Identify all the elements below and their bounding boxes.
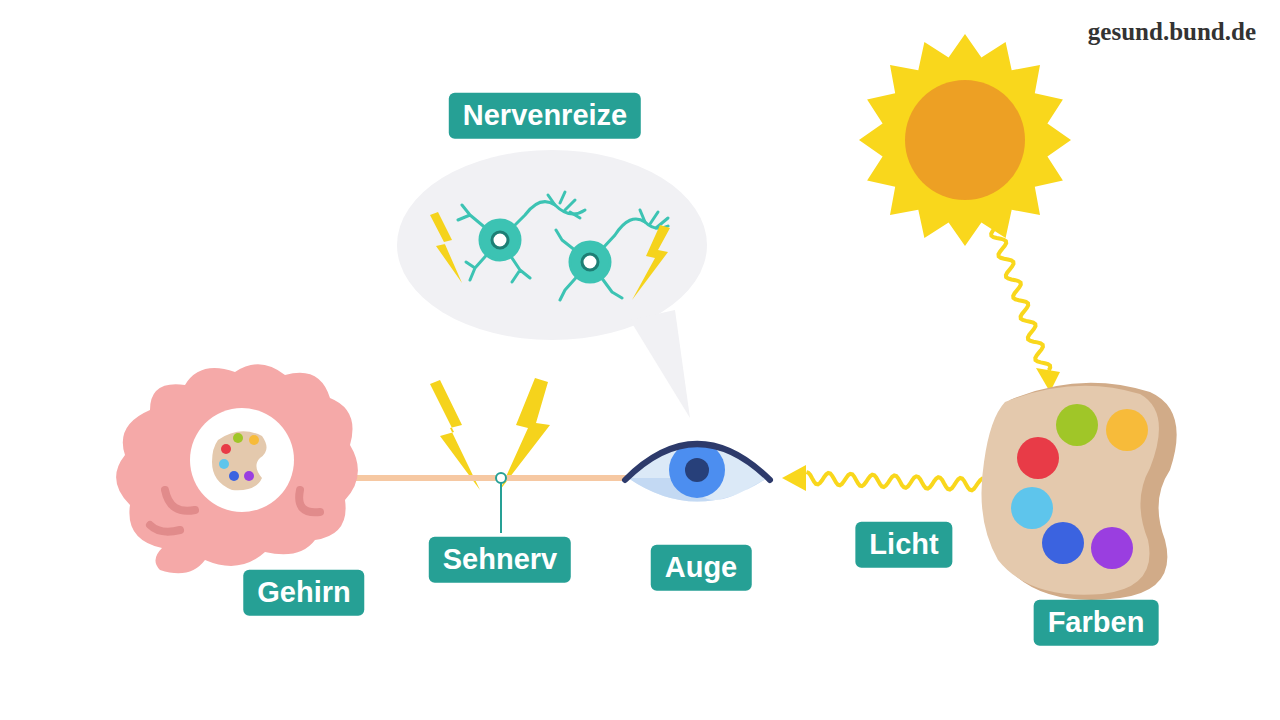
part-label: Auge [651,545,752,591]
sun [859,34,1071,246]
label-text: Nervenreize [463,99,627,132]
lightning-bolts [430,212,670,490]
part-label: Farben [1034,600,1159,646]
label-text: Gehirn [257,576,350,609]
light-rays [782,228,1060,491]
watermark-logo: gesund.bund.de [1088,18,1256,46]
label-text: Licht [869,528,938,561]
part-label: Gehirn [243,570,364,616]
label-text: Auge [665,551,738,584]
speech-bubble [397,150,707,418]
part-label: Licht [855,522,952,568]
neurons [458,192,668,300]
bubble-label: Nervenreize [449,93,641,139]
brain [116,364,358,573]
label-text: Sehnerv [443,543,557,576]
optic-nerve [345,473,628,533]
eye [625,442,770,502]
label-text: Farben [1048,606,1145,639]
color-palette [981,383,1176,600]
part-label: Sehnerv [429,537,571,583]
